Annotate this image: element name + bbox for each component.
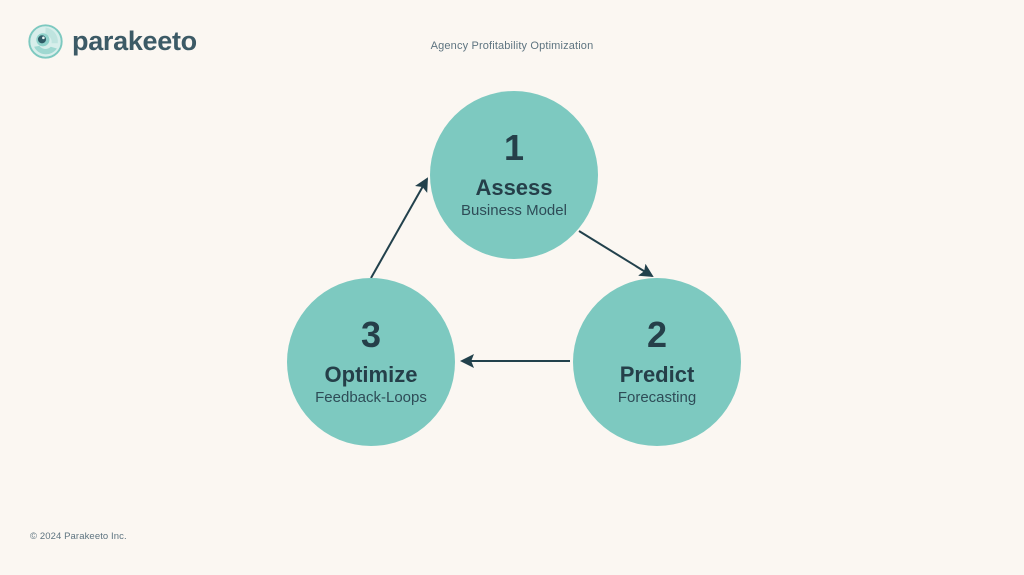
node-title: Predict (619, 362, 695, 388)
page-title: Agency Profitability Optimization (430, 40, 594, 52)
node-title: Optimize (324, 362, 418, 388)
node-subtitle: Business Model (461, 202, 567, 220)
arrow-optimize-to-assess (370, 177, 428, 279)
brand-wordmark: parakeeto (72, 26, 197, 56)
node-subtitle: Forecasting (617, 389, 697, 407)
node-number: 1 (503, 127, 525, 169)
diagram-node-assess[interactable]: 1 Assess Business Model (430, 91, 598, 259)
diagram-node-predict[interactable]: 2 Predict Forecasting (573, 278, 741, 446)
node-number: 3 (360, 314, 382, 356)
footer-copyright: © 2024 Parakeeto Inc. (30, 531, 127, 542)
node-subtitle: Feedback-Loops (315, 389, 427, 407)
diagram-node-optimize[interactable]: 3 Optimize Feedback-Loops (287, 278, 455, 446)
parakeeto-bird-eye-circle-icon (28, 24, 63, 59)
node-number: 2 (646, 314, 668, 356)
brand-logo[interactable]: parakeeto (28, 24, 197, 59)
node-title: Assess (475, 175, 553, 201)
arrow-assess-to-predict (578, 230, 654, 278)
